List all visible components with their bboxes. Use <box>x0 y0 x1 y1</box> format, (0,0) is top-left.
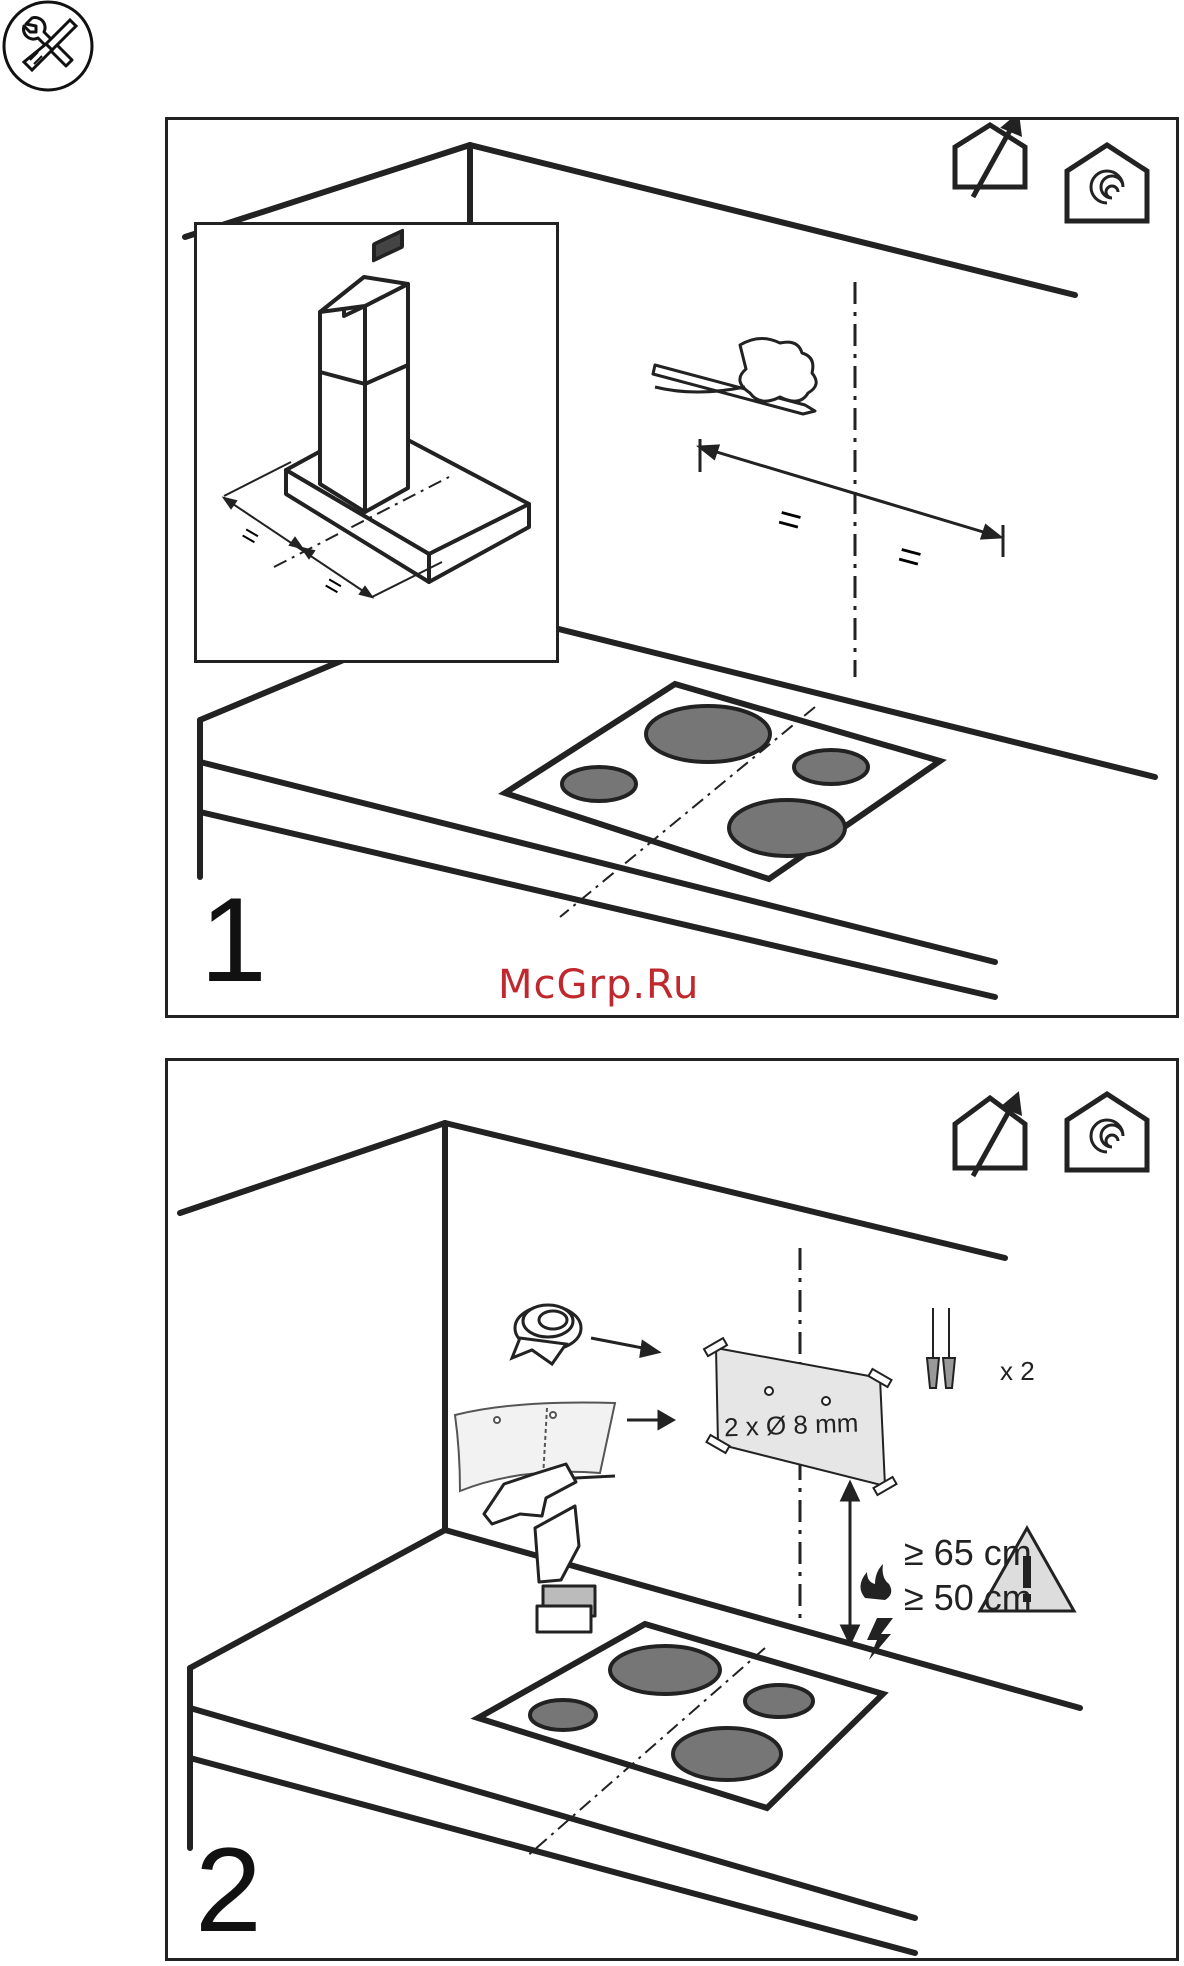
burner-large-back <box>646 706 770 762</box>
step2-scene <box>165 1058 1179 1961</box>
step1-inset-hood <box>194 222 559 663</box>
step1-number: 1 <box>200 880 267 1000</box>
template-hole-spec: 2 x Ø 8 mm <box>724 1408 859 1444</box>
step1-recirculation-house-icon <box>1067 145 1147 221</box>
screws-anchors-icon <box>927 1308 955 1388</box>
gas-hob-min-distance: ≥ 65 cm <box>904 1532 1032 1574</box>
step1-ducted-exhaust-house-icon <box>955 117 1025 197</box>
watermark: McGrp.Ru <box>498 962 699 1008</box>
step2-burner-small-right <box>745 1685 813 1717</box>
screws-quantity: x 2 <box>1000 1356 1035 1387</box>
tape-roll-icon <box>512 1305 581 1364</box>
burner-small-right <box>794 750 868 784</box>
electric-hob-min-distance: ≥ 50 cm <box>904 1577 1032 1619</box>
step2-recirculation-house-icon <box>1067 1094 1147 1170</box>
tools-icon <box>0 0 100 100</box>
step2-burner-large-back <box>610 1646 720 1694</box>
step2-ducted-exhaust-house-icon <box>955 1096 1025 1176</box>
burner-large-front <box>729 800 845 856</box>
step2-burner-small-left <box>530 1700 596 1730</box>
step2-burner-large-front <box>673 1728 781 1780</box>
gas-flame-icon <box>860 1564 891 1600</box>
burner-small-left <box>562 767 636 801</box>
step2-number: 2 <box>195 1830 262 1950</box>
